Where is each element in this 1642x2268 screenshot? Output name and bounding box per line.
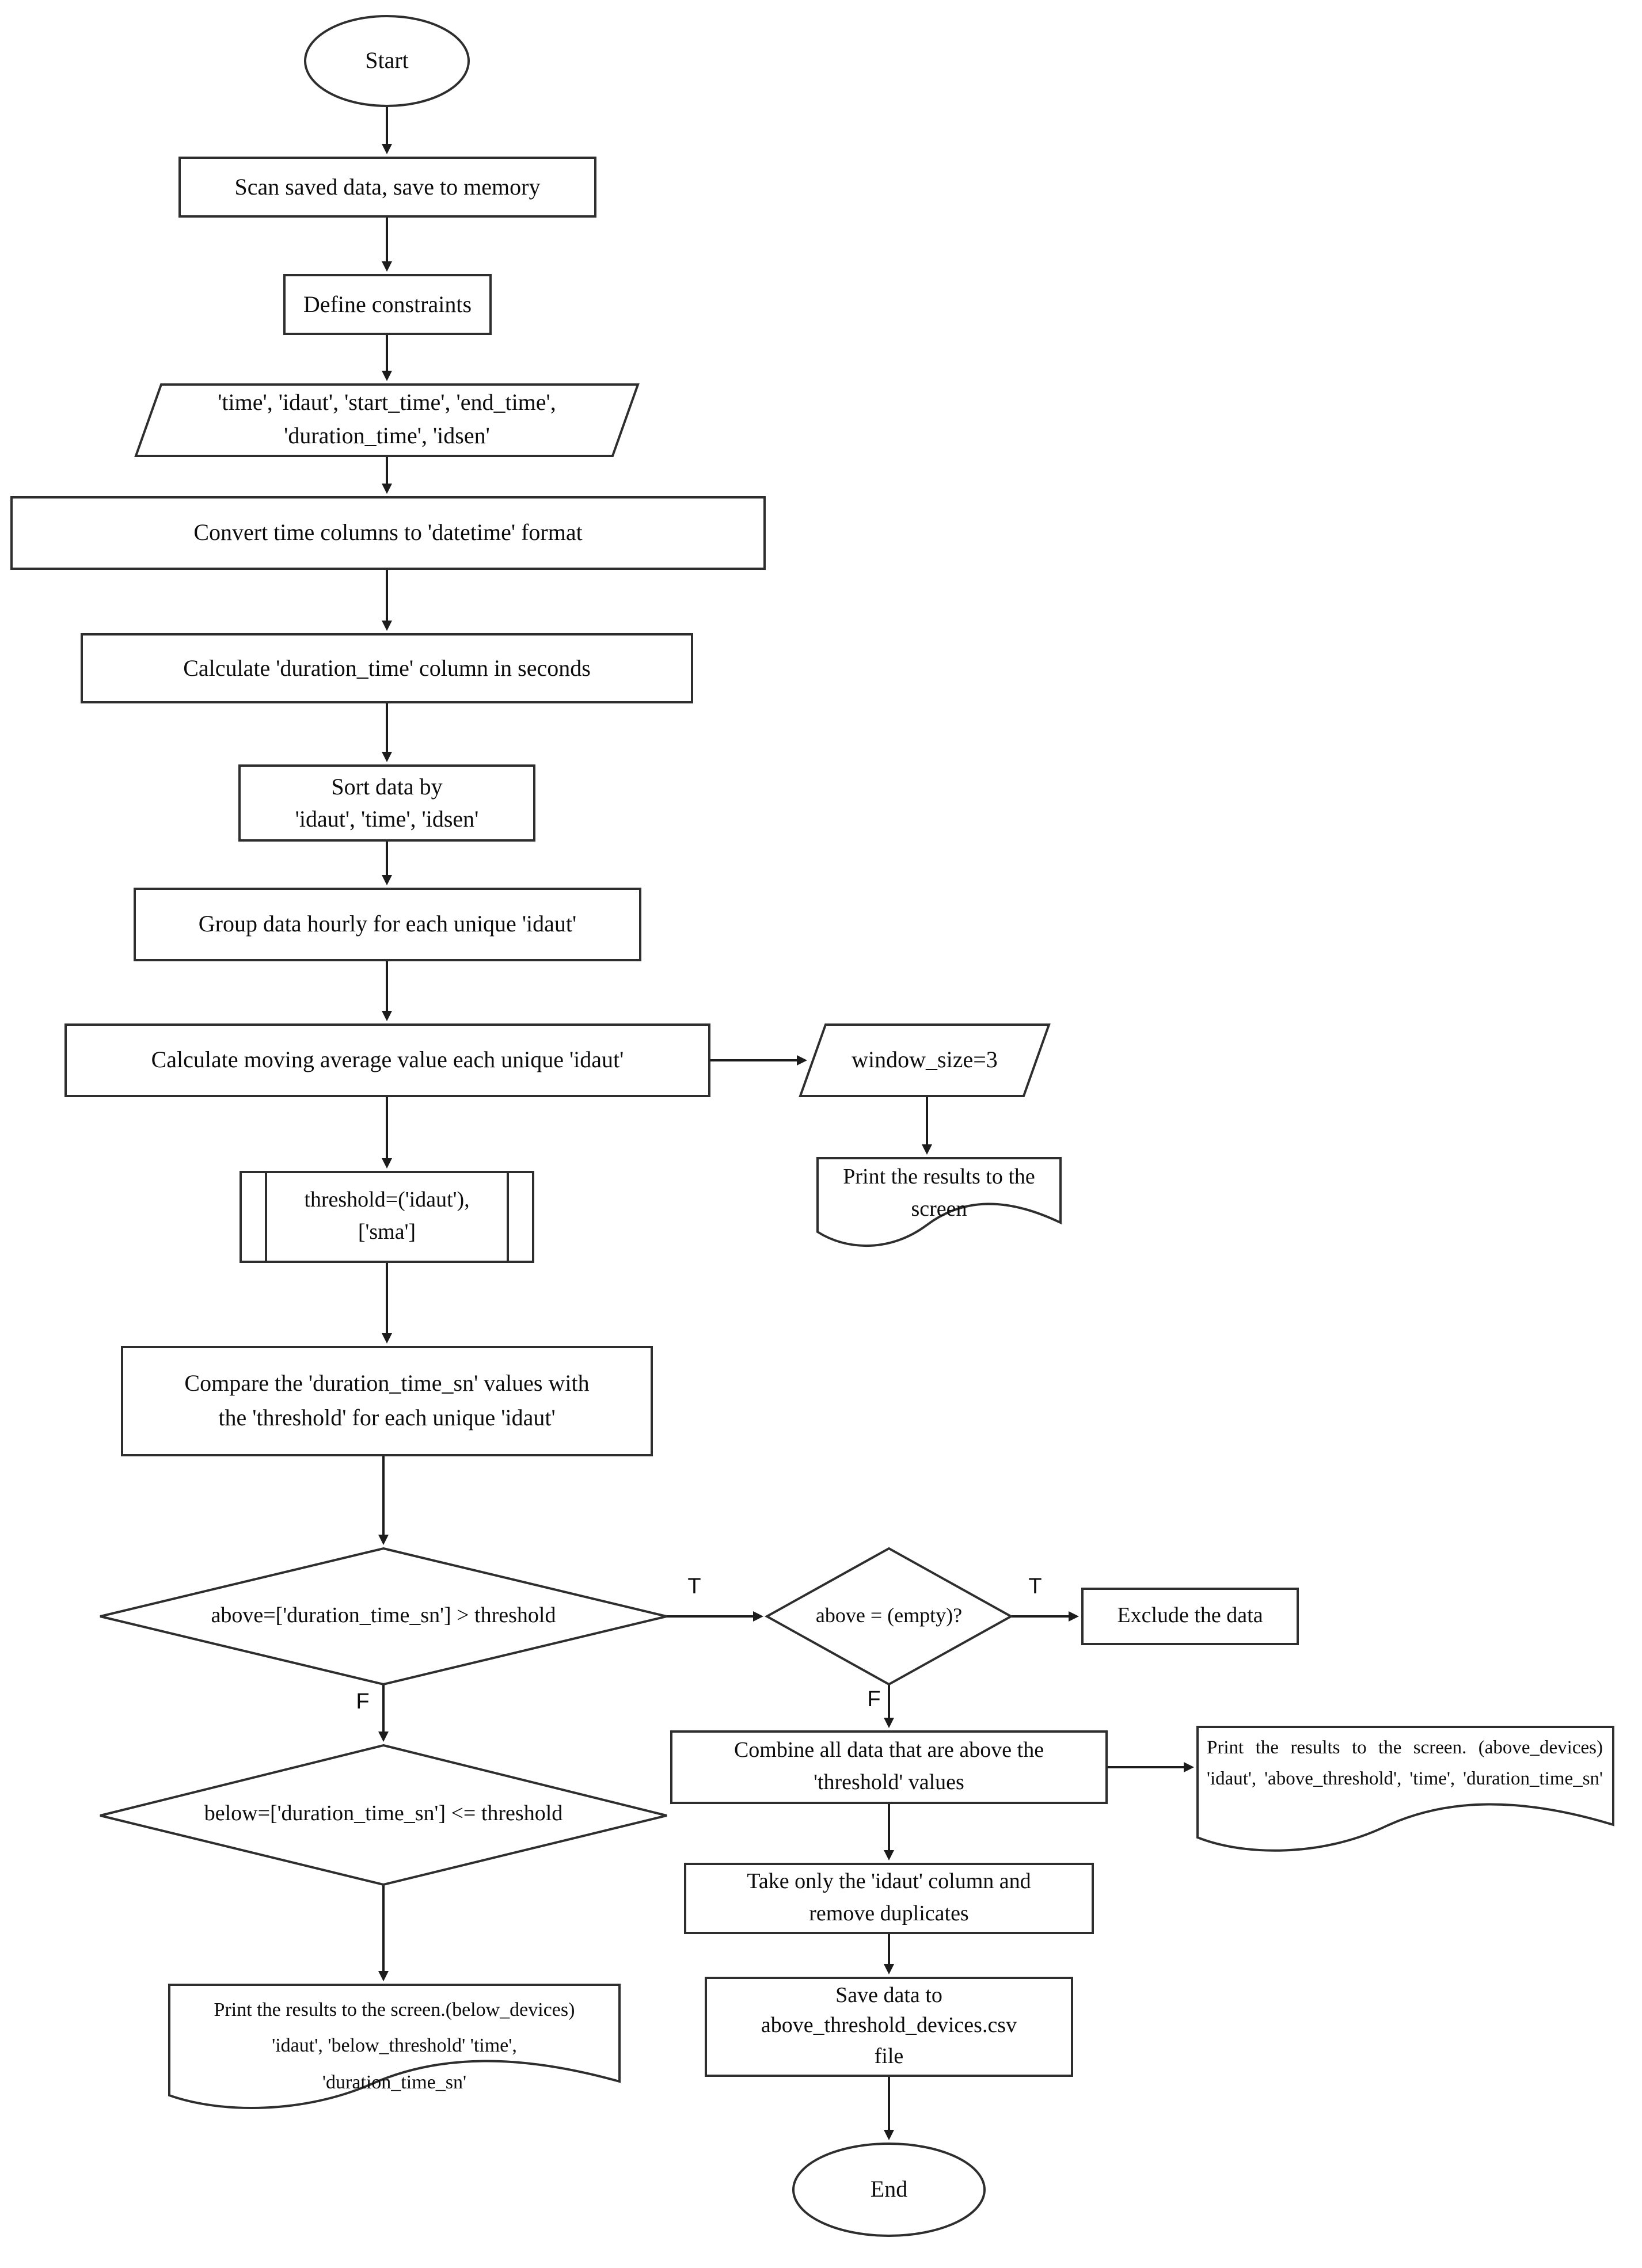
fields-io-shape <box>134 383 640 457</box>
window-size-io: window_size=3 <box>852 1048 998 1073</box>
moving-avg-process: Calculate moving average value each uniq… <box>151 1048 624 1073</box>
compare-process: Compare the 'duration_time_sn' values wi… <box>184 1371 590 1431</box>
scan-process: Scan saved data, save to memory <box>234 174 541 200</box>
print-sma-document-shape <box>816 1157 1062 1247</box>
label-empty-false: F <box>867 1688 881 1712</box>
print-above-document-shape <box>1196 1726 1614 1852</box>
decision-empty-diamond: above = (empty)? <box>815 1604 963 1627</box>
group-process-shape <box>134 888 641 961</box>
moving-avg-process-shape <box>64 1023 710 1097</box>
exclude-process-shape <box>1081 1588 1299 1645</box>
save-csv-process-shape <box>705 1977 1073 2077</box>
take-idaut-process: Take only the 'idaut' column and remove … <box>747 1870 1031 1926</box>
fields-io: 'time', 'idaut', 'start_time', 'end_time… <box>218 390 556 449</box>
label-above-false: F <box>356 1690 370 1714</box>
group-process: Group data hourly for each unique 'idaut… <box>198 912 577 937</box>
calc-duration-process-shape <box>81 633 693 703</box>
label-above-true: T <box>687 1575 701 1599</box>
sort-process-shape <box>238 764 535 842</box>
print-above-document: Print the results to the screen. (above_… <box>1207 1736 1603 1790</box>
print-below-document-shape <box>168 1984 621 2109</box>
start-terminator: Start <box>365 48 409 74</box>
decision-above-diamond-shape <box>100 1547 667 1686</box>
end-terminator: End <box>870 2177 908 2202</box>
combine-process-shape <box>670 1730 1108 1804</box>
convert-process-shape <box>10 496 766 570</box>
decision-above-diamond: above=['duration_time_sn'] > threshold <box>211 1603 556 1628</box>
label-empty-true: T <box>1028 1575 1042 1599</box>
flow-arrows <box>378 106 1194 2140</box>
define-process: Define constraints <box>303 292 472 317</box>
threshold-predefined-shape <box>240 1171 534 1263</box>
save-csv-process: Save data to above_threshold_devices.csv… <box>761 1983 1017 2069</box>
convert-process: Convert time columns to 'datetime' forma… <box>193 520 583 546</box>
combine-process: Combine all data that are above the 'thr… <box>733 1738 1044 1795</box>
decision-below-diamond: below=['duration_time_sn'] <= threshold <box>204 1802 563 1826</box>
print-sma-document: Print the results to the screen <box>843 1165 1035 1221</box>
decision-below-diamond-shape <box>100 1744 667 1886</box>
start-terminator-shape <box>304 15 470 107</box>
take-idaut-process-shape <box>684 1863 1094 1934</box>
print-below-document: Print the results to the screen.(below_d… <box>214 1999 575 2093</box>
calc-duration-process: Calculate 'duration_time' column in seco… <box>183 656 591 681</box>
window-size-io-shape <box>799 1023 1051 1097</box>
define-process-shape <box>283 274 492 335</box>
threshold-predefined: threshold=('idaut'), ['sma'] <box>304 1188 470 1245</box>
scan-process-shape <box>178 157 596 218</box>
sort-process: Sort data by 'idaut', 'time', 'idsen' <box>295 774 479 832</box>
compare-process-shape <box>121 1346 653 1456</box>
decision-empty-diamond-shape <box>764 1547 1014 1686</box>
exclude-process: Exclude the data <box>1117 1603 1263 1628</box>
end-terminator-shape <box>792 2143 986 2237</box>
